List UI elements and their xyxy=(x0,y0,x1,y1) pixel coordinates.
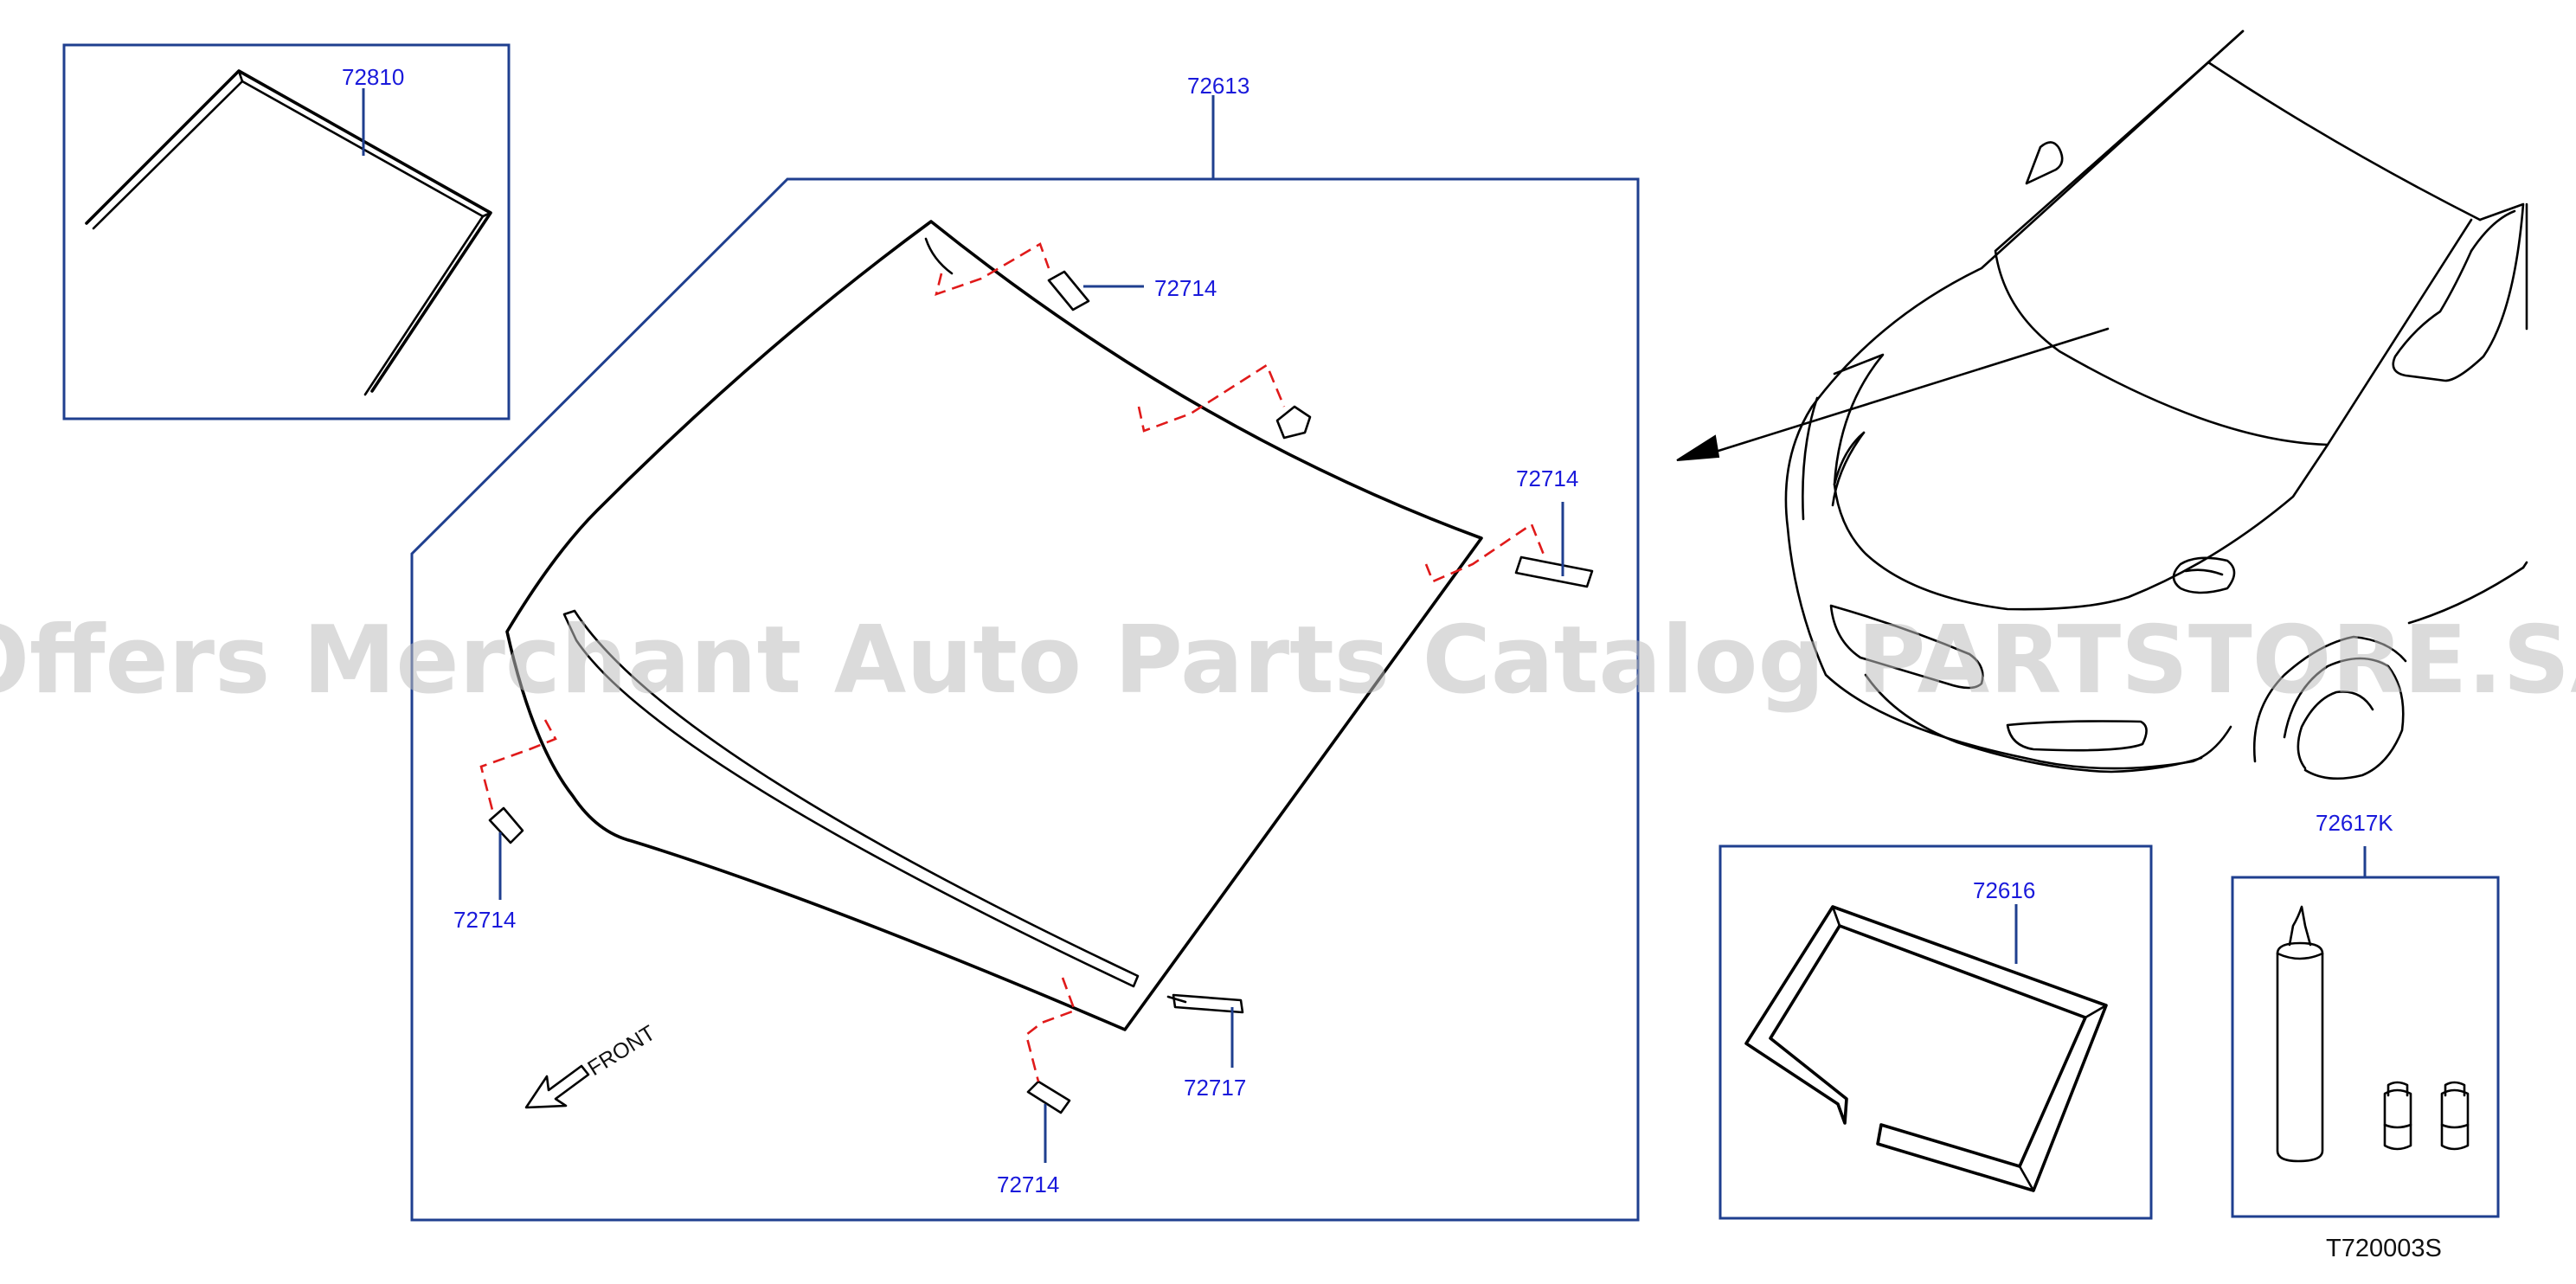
clip-right-part-number: 72714 xyxy=(1516,465,1578,491)
clip-bottom-guide xyxy=(1025,977,1076,1082)
clip-bottom[interactable]: 72714 xyxy=(997,977,1076,1197)
dam-rubber-part-number: 72616 xyxy=(1973,877,2035,903)
moulding-part-number: 72810 xyxy=(342,64,404,90)
clip-left-part-number: 72714 xyxy=(453,907,516,933)
windshield-box xyxy=(410,177,1640,1222)
vehicle-front-view xyxy=(1676,29,2528,780)
clip-top-center[interactable]: 72714 xyxy=(935,242,1217,311)
adhesive-kit-part-number: 72617K xyxy=(2316,810,2393,836)
dam-rubber-drawing xyxy=(1744,905,2108,1192)
diagram-code: T720003S xyxy=(2326,1235,2442,1262)
moulding-drawing xyxy=(85,69,492,396)
clip-upper-right-guide xyxy=(1137,363,1286,433)
clip-left-shape xyxy=(488,806,524,844)
clip-right[interactable]: 72714 xyxy=(1424,465,1594,588)
dam-rubber-box xyxy=(1718,844,2153,1220)
locator-arrow-line xyxy=(1703,327,2110,457)
front-label: FRONT xyxy=(583,1021,659,1081)
windshield-part-number: 72613 xyxy=(1187,73,1249,99)
clip-upper-right-shape xyxy=(1275,405,1312,440)
clip-bottom-part-number: 72714 xyxy=(997,1172,1059,1197)
watermark: Offers Merchant Auto Parts Catalog PARTS… xyxy=(0,607,2576,715)
front-arrow-icon xyxy=(524,1064,590,1109)
clip-left[interactable]: 72714 xyxy=(453,719,557,933)
adhesive-kit-box xyxy=(2231,876,2500,1218)
adhesive-kit-callout[interactable]: 72617K xyxy=(2231,810,2500,1218)
lower-strip[interactable]: 72717 xyxy=(1166,993,1246,1101)
lower-strip-part-number: 72717 xyxy=(1184,1075,1246,1101)
clip-upper-right[interactable] xyxy=(1137,363,1312,440)
moulding-box xyxy=(62,43,511,421)
clip-right-shape xyxy=(1514,555,1594,588)
front-direction: FRONT xyxy=(524,1021,659,1109)
locator-arrow-head xyxy=(1676,434,1720,461)
clip-left-guide xyxy=(479,719,557,814)
adhesive-cartridge-drawing xyxy=(2276,905,2470,1163)
clip-bottom-shape xyxy=(1026,1080,1071,1114)
windshield-glass-drawing xyxy=(505,220,1483,1031)
clip-top-center-shape xyxy=(1047,270,1090,311)
clip-right-guide xyxy=(1424,523,1547,583)
lower-strip-shape xyxy=(1172,993,1244,1014)
dam-rubber-callout[interactable]: 72616 xyxy=(1718,844,2153,1220)
clip-top-center-guide xyxy=(935,242,1050,297)
moulding-callout[interactable]: 72810 xyxy=(62,43,511,421)
clip-top-center-part-number: 72714 xyxy=(1154,275,1217,301)
